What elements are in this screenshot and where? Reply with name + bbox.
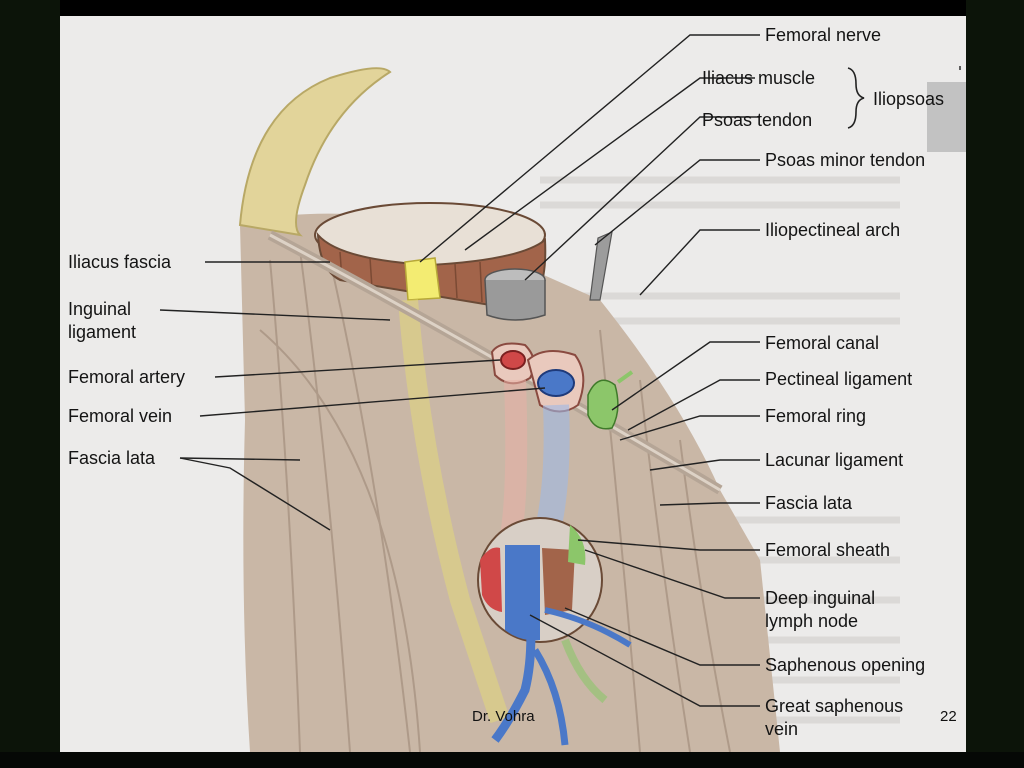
label-pectineal-ligament: Pectineal ligament — [765, 369, 913, 389]
iliac-bone — [238, 67, 392, 237]
footer-author: Dr. Vohra — [472, 708, 535, 725]
label-iliacus-fascia: Iliacus fascia — [68, 252, 172, 272]
label-femoral-nerve: Femoral nerve — [765, 25, 882, 45]
psoas-tendon-body — [484, 279, 546, 321]
great-saphenous-vein — [491, 589, 536, 743]
muscle-fiber-lines — [259, 249, 731, 752]
label-iliopsoas: Iliopsoas — [873, 89, 945, 109]
femoral-vein-section — [537, 369, 575, 397]
label-deep-inguinal-lymph-node: Deep inguinal lymph node — [765, 588, 876, 631]
footer-page-number: 22 — [940, 708, 957, 725]
label-fascia-lata-right: Fascia lata — [765, 493, 853, 513]
label-femoral-sheath: Femoral sheath — [765, 540, 891, 560]
label-inguinal-ligament: Inguinal ligament — [68, 299, 137, 342]
saphenous-tributary — [544, 607, 632, 648]
artery-in-sheath — [480, 547, 502, 612]
label-femoral-canal: Femoral canal — [765, 333, 880, 353]
superficial-lymph-node — [561, 638, 608, 704]
femoral-region-illustration — [60, 16, 966, 752]
deep-inguinal-lymph-node — [568, 525, 586, 565]
sheath-tissue — [542, 548, 575, 615]
leader-lines — [159, 34, 961, 707]
label-saphenous-opening: Saphenous opening — [765, 655, 926, 675]
femoral-nerve-branches — [398, 299, 510, 724]
lymph-vessel — [616, 370, 634, 384]
label-psoas-tendon: Psoas tendon — [702, 110, 813, 130]
iliopsoas-brace — [847, 67, 865, 129]
femoral-nerve-section — [404, 257, 441, 301]
femoral-canal-lymph-node — [587, 379, 619, 430]
label-iliacus-muscle: Iliacus muscle — [702, 68, 816, 88]
label-psoas-minor-tendon: Psoas minor tendon — [765, 150, 926, 170]
slide-canvas — [60, 16, 966, 752]
psoas-minor-tendon — [589, 231, 613, 301]
label-femoral-artery: Femoral artery — [68, 367, 186, 387]
label-femoral-vein: Femoral vein — [68, 406, 173, 426]
label-femoral-ring: Femoral ring — [765, 406, 867, 426]
slide-frame-bottom — [0, 752, 1024, 768]
slide-frame-right — [966, 0, 1024, 768]
label-fascia-lata-left: Fascia lata — [68, 448, 156, 468]
slide-frame-left — [0, 0, 60, 768]
label-great-saphenous-vein: Great saphenous vein — [765, 696, 904, 739]
label-lacunar-ligament: Lacunar ligament — [765, 450, 904, 470]
iliacus-section-striations — [339, 251, 483, 303]
iliopsoas-label-background — [927, 82, 966, 152]
label-iliopectineal-arch: Iliopectineal arch — [765, 220, 901, 240]
femoral-artery-section — [500, 350, 526, 370]
saphenous-branch — [532, 648, 569, 746]
